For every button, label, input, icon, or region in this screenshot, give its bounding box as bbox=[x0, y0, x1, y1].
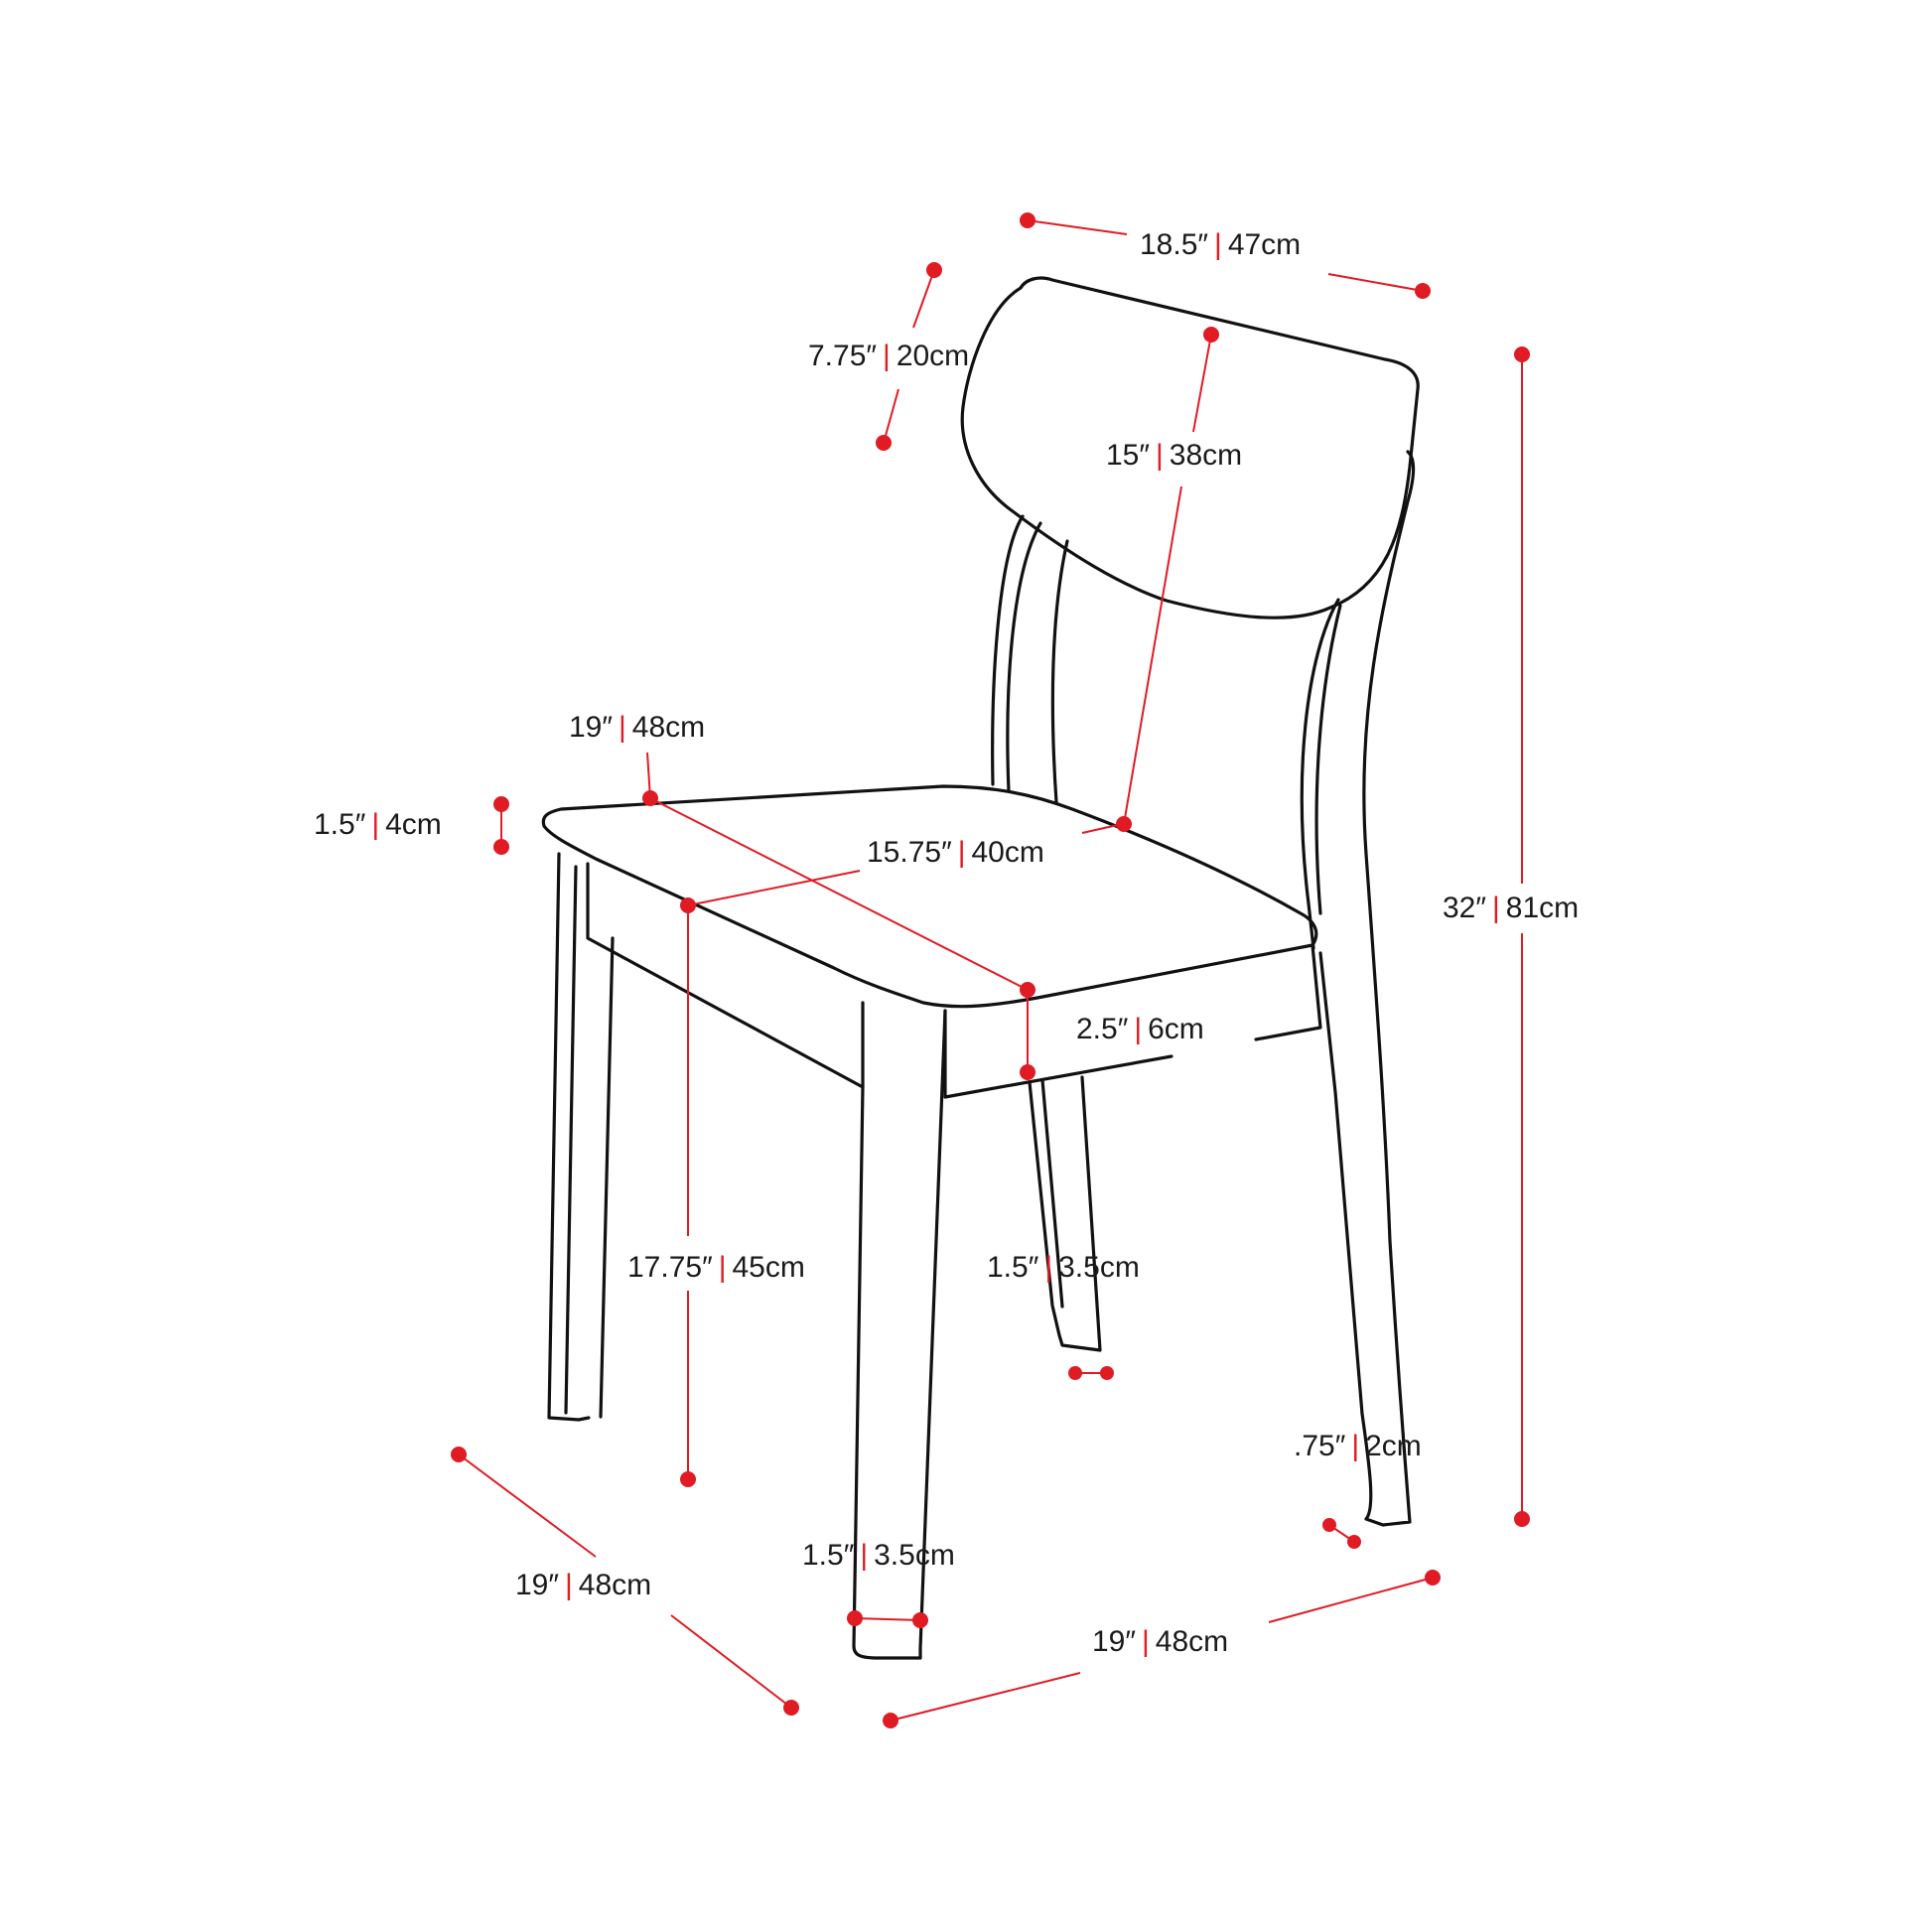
dim-dot bbox=[1347, 1535, 1361, 1549]
base-depth-line-b bbox=[670, 1614, 792, 1709]
rear-leg-label: 1.5″|3.5cm bbox=[987, 1251, 1140, 1284]
seat-depth-label: 19″|48cm bbox=[569, 711, 705, 744]
front-leg-label: 1.5″|3.5cm bbox=[802, 1539, 955, 1572]
dim-dot bbox=[1100, 1366, 1114, 1380]
base-width-line-a bbox=[890, 1672, 1081, 1722]
dim-dot bbox=[883, 1713, 898, 1728]
dim-dot bbox=[642, 790, 658, 806]
seat-height-label: 17.75″|45cm bbox=[627, 1251, 805, 1284]
dimension-lines bbox=[451, 212, 1530, 1728]
dim-dot bbox=[1116, 816, 1132, 832]
back-height-line-a bbox=[912, 269, 935, 329]
dim-dot bbox=[1415, 283, 1431, 299]
seat-apron bbox=[586, 862, 1322, 1099]
seat-width-line-b bbox=[1081, 823, 1123, 834]
seat-width-label: 15.75″|40cm bbox=[867, 836, 1044, 869]
backrest-seat-line-a bbox=[1192, 334, 1212, 433]
chair-outline bbox=[541, 276, 1420, 1660]
backrest-seat-line-b bbox=[1123, 485, 1182, 825]
dim-dot bbox=[1020, 212, 1035, 228]
dim-dot bbox=[1425, 1570, 1441, 1586]
base-depth-label: 19″|48cm bbox=[515, 1569, 651, 1601]
back-leg-label: .75″|2cm bbox=[1294, 1430, 1422, 1462]
dim-dot bbox=[1514, 346, 1530, 362]
dim-dot bbox=[1322, 1518, 1336, 1532]
dim-dot bbox=[847, 1610, 863, 1626]
base-width-line-b bbox=[1268, 1577, 1434, 1623]
front-left-leg bbox=[547, 852, 615, 1422]
dim-dot bbox=[912, 1612, 928, 1628]
dim-dot bbox=[1068, 1366, 1082, 1380]
backrest bbox=[960, 276, 1420, 620]
seat-top bbox=[541, 784, 1318, 1009]
back-width-line-a bbox=[1027, 219, 1128, 235]
seat-depth-line-long bbox=[649, 797, 1029, 991]
dim-dot bbox=[493, 839, 509, 855]
dimension-labels: 18.5″|47cm 7.75″|20cm 15″|38cm 32″|81cm … bbox=[314, 228, 1579, 1658]
front-right-leg bbox=[852, 1001, 947, 1660]
dim-dot bbox=[1020, 1064, 1035, 1080]
dim-dot bbox=[783, 1700, 799, 1716]
seat-thickness-label: 1.5″|4cm bbox=[314, 808, 442, 841]
dim-dot bbox=[1203, 327, 1219, 343]
center-back-post bbox=[1050, 539, 1069, 804]
base-width-label: 19″|48cm bbox=[1092, 1625, 1228, 1658]
back-height-label: 7.75″|20cm bbox=[808, 340, 969, 372]
left-back-post bbox=[991, 514, 1042, 793]
backrest-seat-label: 15″|38cm bbox=[1106, 439, 1242, 472]
right-back-post bbox=[1300, 450, 1416, 1527]
overall-height-label: 32″|81cm bbox=[1443, 892, 1579, 924]
base-depth-line-a bbox=[458, 1453, 597, 1558]
back-width-label: 18.5″|47cm bbox=[1140, 228, 1301, 261]
seat-width-line-a bbox=[687, 870, 861, 906]
rear-middle-leg bbox=[1028, 1075, 1102, 1352]
dim-dot bbox=[680, 1471, 696, 1487]
back-height-line-b bbox=[883, 388, 899, 444]
dim-dot bbox=[1514, 1511, 1530, 1527]
back-width-line-b bbox=[1327, 273, 1424, 292]
dim-dot bbox=[926, 262, 942, 278]
dim-dot bbox=[493, 796, 509, 812]
dim-dot bbox=[451, 1447, 467, 1462]
dim-dot bbox=[876, 435, 892, 451]
apron-label: 2.5″|6cm bbox=[1076, 1013, 1204, 1045]
front-leg-line bbox=[854, 1617, 921, 1621]
